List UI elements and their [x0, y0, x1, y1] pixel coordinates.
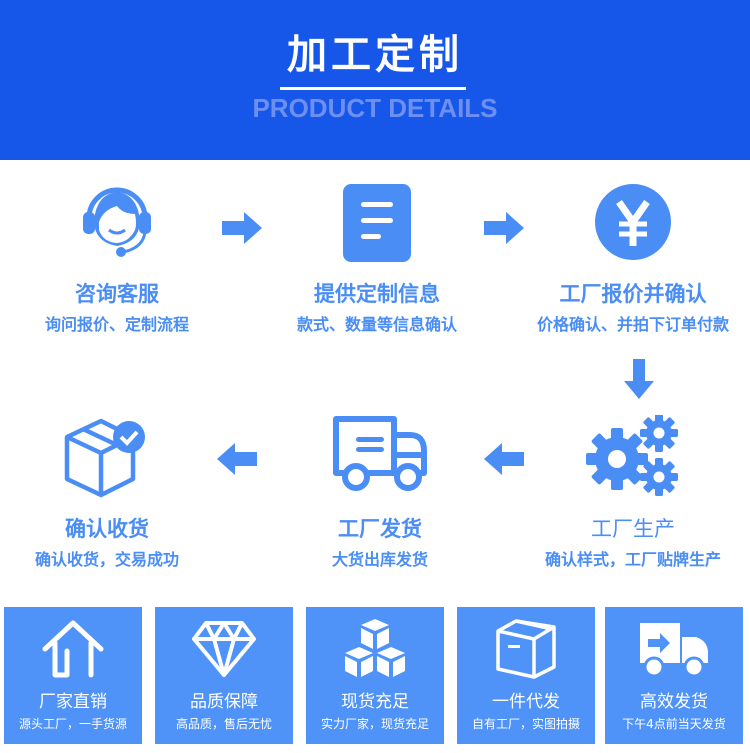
step-desc: 询问报价、定制流程 [44, 315, 189, 334]
box-check-icon [61, 415, 153, 499]
step-title: 工厂发货 [338, 517, 422, 541]
document-icon [343, 184, 411, 262]
page-title: 加工定制 [287, 32, 463, 78]
feature-desc: 高品质，售后无忧 [175, 717, 272, 731]
feature-title: 高效发货 [640, 692, 708, 712]
step-desc: 大货出库发货 [331, 550, 428, 569]
feature-desc: 自有工厂，实图拍摄 [471, 717, 580, 731]
stacked-boxes-icon [341, 617, 409, 685]
feature-dropshipping: 一件代发 自有工厂，实图拍摄 [457, 607, 595, 744]
feature-title: 品质保障 [190, 692, 258, 712]
step-desc: 确认样式，工厂贴牌生产 [544, 550, 721, 569]
house-icon [41, 617, 105, 685]
step-title: 确认收货 [65, 517, 149, 541]
gears-icon [585, 414, 681, 497]
arrow-left-icon [215, 442, 259, 480]
step-title: 咨询客服 [75, 282, 159, 306]
header-banner: 加工定制 PRODUCT DETAILS [0, 0, 750, 160]
feature-factory-direct: 厂家直销 源头工厂，一手货源 [4, 607, 142, 744]
diamond-icon [192, 617, 256, 685]
header-divider [280, 87, 466, 90]
feature-title: 厂家直销 [39, 692, 107, 712]
package-icon [494, 617, 558, 685]
arrow-right-icon [482, 211, 526, 249]
arrow-left-icon [482, 442, 526, 480]
feature-fast-shipping: 高效发货 下午4点前当天发货 [605, 607, 743, 744]
step-consult: 咨询客服 询问报价、定制流程 [0, 180, 242, 340]
step-desc: 款式、数量等信息确认 [296, 315, 457, 334]
feature-stock-available: 现货充足 实力厂家，现货充足 [306, 607, 444, 744]
yen-icon [595, 184, 671, 260]
feature-desc: 源头工厂，一手货源 [18, 717, 127, 731]
step-confirm-receipt: 确认收货 确认收货，交易成功 [0, 415, 232, 575]
step-provide-info: 提供定制信息 款式、数量等信息确认 [252, 180, 502, 340]
delivery-truck-icon [332, 415, 428, 491]
step-desc: 价格确认、并拍下订单付款 [536, 315, 729, 334]
page-subtitle: PRODUCT DETAILS [252, 93, 498, 123]
step-factory-quote: 工厂报价并确认 价格确认、并拍下订单付款 [508, 180, 750, 340]
arrow-right-icon [220, 211, 264, 249]
feature-title: 现货充足 [341, 692, 409, 712]
step-factory-shipping: 工厂发货 大货出库发货 [255, 415, 505, 575]
step-title: 提供定制信息 [314, 282, 440, 306]
step-desc: 确认收货，交易成功 [34, 550, 179, 569]
feature-quality-assurance: 品质保障 高品质，售后无忧 [155, 607, 293, 744]
feature-desc: 实力厂家，现货充足 [320, 717, 429, 731]
fast-delivery-truck-icon [638, 617, 710, 685]
arrow-down-icon [623, 357, 655, 405]
step-factory-production: 工厂生产 确认样式，工厂贴牌生产 [508, 414, 750, 575]
step-title: 工厂生产 [591, 517, 675, 541]
customer-service-headset-icon [77, 180, 157, 260]
feature-title: 一件代发 [492, 692, 560, 712]
step-title: 工厂报价并确认 [559, 282, 707, 306]
feature-desc: 下午4点前当天发货 [622, 717, 726, 731]
